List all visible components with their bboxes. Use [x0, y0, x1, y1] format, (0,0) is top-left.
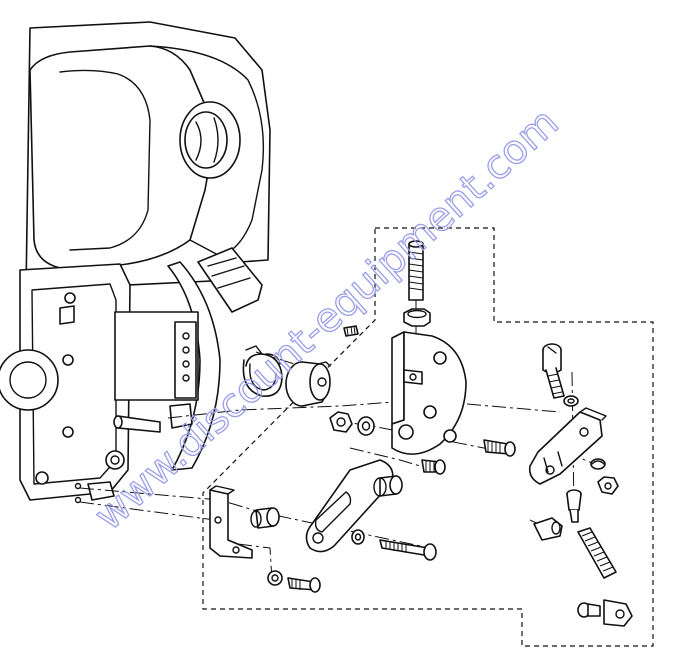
link-arm [528, 407, 607, 485]
hex-nut [329, 411, 353, 433]
hex-nut [403, 308, 431, 327]
cap-screw [421, 459, 446, 475]
stud-bolt [408, 240, 424, 301]
spring-drum [285, 361, 331, 407]
spacer-bushing [373, 475, 403, 497]
clevis-pin [603, 599, 633, 627]
hex-nut [597, 476, 619, 495]
cap-screw [287, 577, 321, 593]
cap-screw [483, 439, 516, 457]
clevis-pin [533, 517, 563, 541]
spring-washer [563, 395, 579, 407]
cap-screw [542, 343, 565, 399]
spring-washer [590, 458, 606, 470]
governor-bracket [391, 331, 467, 455]
torsion-spring [242, 345, 283, 397]
kit-boundary [202, 227, 654, 647]
control-lever [305, 459, 394, 553]
l-bracket [209, 485, 253, 559]
flat-washer [351, 529, 365, 545]
spacer-bushing [250, 507, 280, 529]
engine-housing [0, 21, 271, 504]
long-screw [379, 539, 437, 561]
tension-spring [577, 527, 617, 579]
flat-washer [267, 570, 283, 586]
cap-screw [577, 602, 601, 618]
shoulder-bolt [566, 489, 582, 523]
set-screw [343, 325, 359, 337]
flat-washer [357, 416, 375, 436]
